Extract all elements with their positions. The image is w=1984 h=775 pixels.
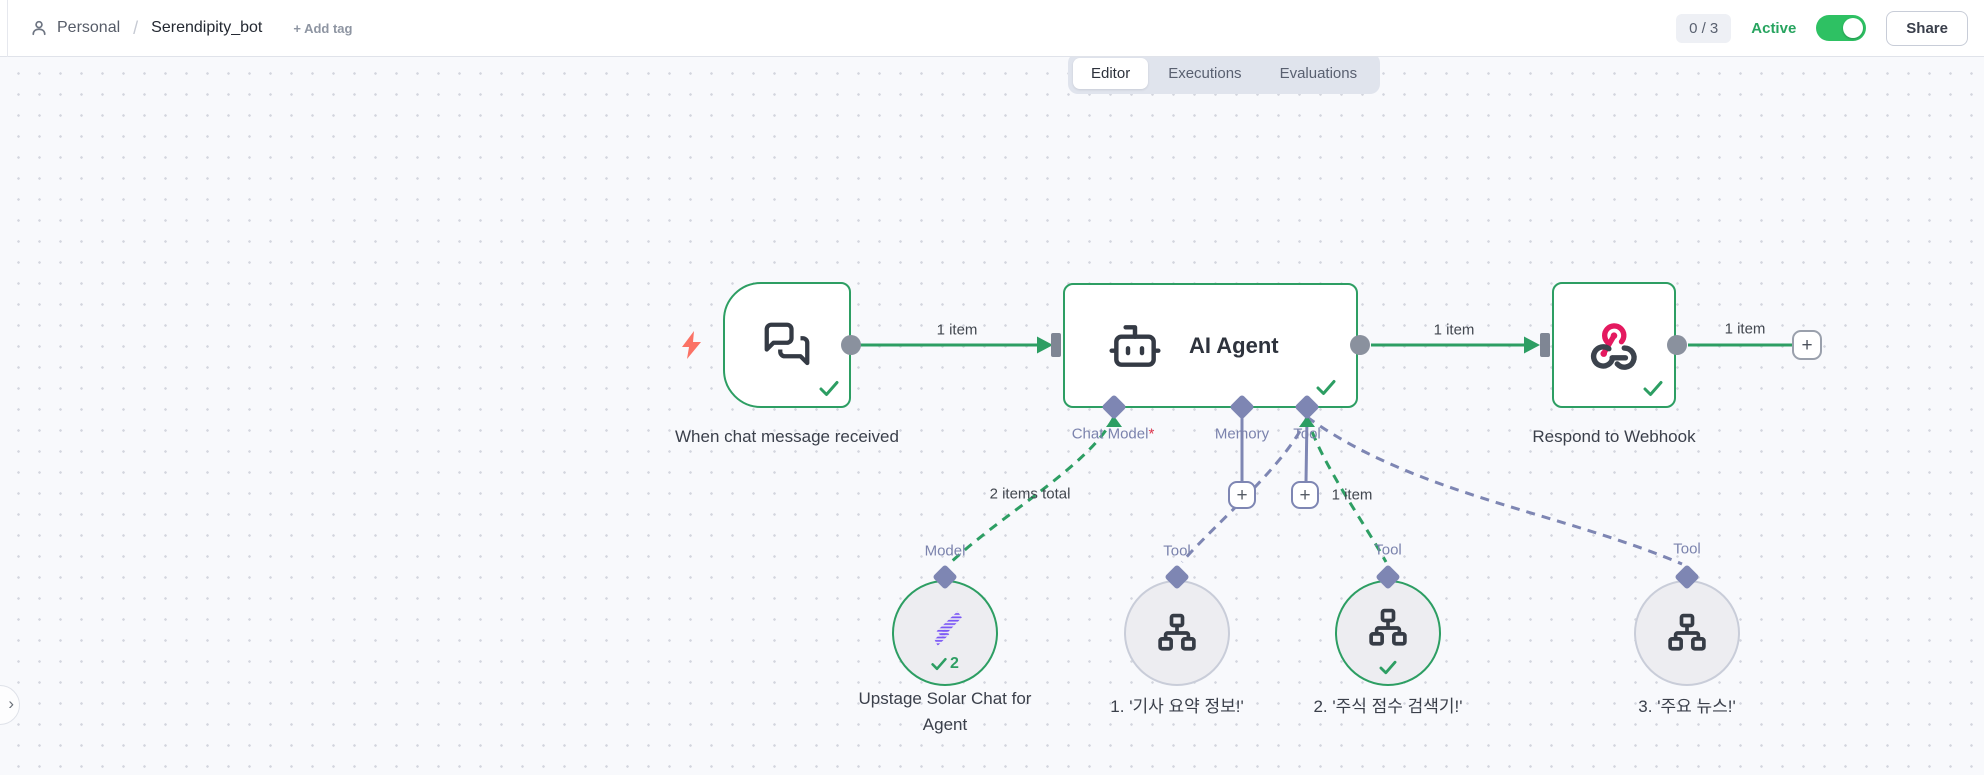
- node-label: Upstage Solar Chat for Agent: [858, 689, 1032, 734]
- node-label: Respond to Webhook: [1532, 427, 1696, 446]
- breadcrumb-project[interactable]: Personal: [57, 19, 121, 36]
- active-toggle[interactable]: [1816, 15, 1867, 41]
- node-label: When chat message received: [675, 427, 899, 446]
- tab-editor[interactable]: Editor: [1073, 58, 1149, 89]
- port-label-memory: Memory: [1214, 425, 1270, 443]
- node-label: 1. '기사 요약 정보!': [1110, 697, 1244, 716]
- upstage-solar-icon: [934, 611, 962, 646]
- node-respond-to-webhook[interactable]: [1552, 282, 1676, 408]
- robot-icon: [1109, 324, 1161, 367]
- node-tool-1[interactable]: [1124, 580, 1230, 686]
- quota-badge: 0 / 3: [1676, 13, 1732, 43]
- chat-bubbles-icon: [764, 322, 810, 366]
- add-tool-button[interactable]: +: [1291, 481, 1319, 509]
- node-ai-agent[interactable]: AI Agent: [1063, 283, 1358, 408]
- add-memory-button[interactable]: +: [1228, 481, 1256, 509]
- connection-items-label: 1 item: [1724, 320, 1766, 338]
- success-check-icon: [931, 657, 947, 671]
- output-port[interactable]: [1667, 335, 1687, 355]
- success-check-icon: [819, 381, 839, 396]
- input-port[interactable]: [1051, 333, 1061, 357]
- sitemap-icon: [1668, 613, 1706, 651]
- success-check-icon: [1316, 380, 1336, 395]
- node-tool-3[interactable]: [1634, 580, 1740, 686]
- webhook-icon: [1590, 323, 1637, 370]
- output-port[interactable]: [1350, 335, 1370, 355]
- toggle-knob: [1843, 18, 1864, 38]
- tab-executions[interactable]: Executions: [1168, 65, 1242, 82]
- breadcrumb-separator: /: [133, 17, 139, 38]
- workflow-name[interactable]: Serendipity_bot: [151, 19, 263, 36]
- connection-items-label: 1 item: [1331, 486, 1373, 504]
- node-upstage-solar-chat[interactable]: 2: [892, 580, 998, 686]
- output-port[interactable]: [841, 335, 861, 355]
- editor-tabbar: Editor Executions Evaluations: [1068, 53, 1381, 94]
- sitemap-icon: [1158, 613, 1196, 651]
- node-title: AI Agent: [1189, 332, 1279, 358]
- run-count-badge: 2: [894, 655, 996, 673]
- subnode-port-label: Tool: [1163, 542, 1191, 560]
- sidebar-edge-divider: [7, 0, 8, 57]
- workflow-header: Personal / Serendipity_bot + Add tag 0 /…: [0, 0, 1984, 57]
- person-icon: [32, 20, 46, 36]
- required-mark: *: [1148, 425, 1155, 443]
- port-label-tool: Tool: [1293, 425, 1321, 443]
- node-label: 2. '주식 점수 검색기!': [1313, 697, 1463, 716]
- subnode-port-label: Model: [924, 542, 966, 560]
- add-node-button[interactable]: +: [1792, 330, 1822, 360]
- chevron-right-icon: ›: [8, 694, 14, 714]
- success-check-icon: [1379, 660, 1397, 675]
- subnode-port-label: Tool: [1673, 540, 1701, 558]
- add-tag-button[interactable]: + Add tag: [293, 20, 353, 36]
- connection-items-label: 1 item: [936, 321, 978, 339]
- success-check-icon: [1643, 381, 1663, 396]
- node-when-chat-message-received[interactable]: [723, 282, 851, 408]
- input-port[interactable]: [1540, 333, 1550, 357]
- subnode-port-label: Tool: [1374, 541, 1402, 559]
- tab-evaluations[interactable]: Evaluations: [1279, 65, 1358, 82]
- sitemap-icon: [1369, 608, 1407, 646]
- port-label-chat-model: Chat Model*: [1071, 425, 1155, 443]
- share-button[interactable]: Share: [1886, 10, 1968, 46]
- node-tool-2[interactable]: [1335, 580, 1441, 686]
- node-label: 3. '주요 뉴스!': [1638, 697, 1736, 716]
- breadcrumb: Personal / Serendipity_bot + Add tag: [30, 18, 352, 39]
- connection-items-label: 1 item: [1433, 321, 1475, 339]
- connection-items-label: 2 items total: [989, 485, 1071, 503]
- active-label: Active: [1751, 19, 1797, 37]
- run-count: 2: [950, 655, 959, 672]
